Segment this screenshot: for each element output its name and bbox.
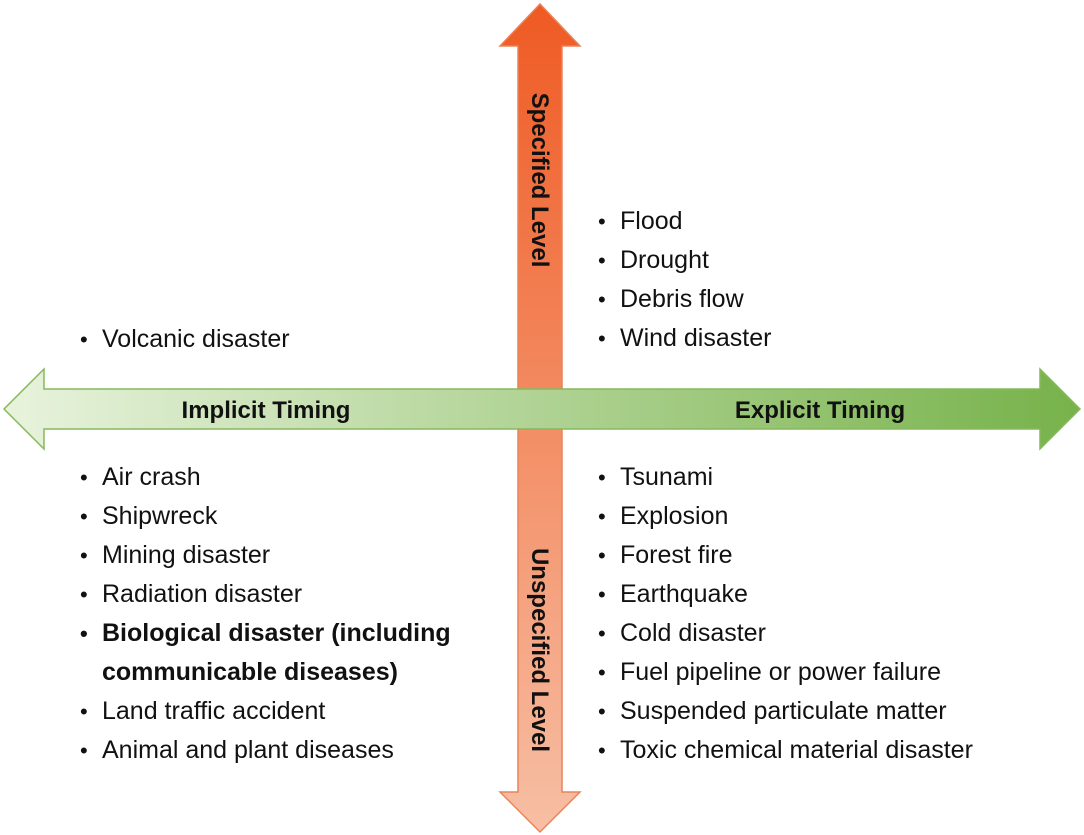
disaster-list-item: Earthquake bbox=[598, 575, 973, 614]
disaster-list-item: Explosion bbox=[598, 497, 973, 536]
disaster-list-item: Mining disaster bbox=[80, 536, 502, 575]
quadrant-bottom-left-list: Air crashShipwreckMining disasterRadiati… bbox=[80, 458, 502, 770]
horizontal-axis-arrow bbox=[2, 367, 1082, 451]
implicit-timing-label: Implicit Timing bbox=[182, 397, 351, 424]
unspecified-level-label: Unspecified Level bbox=[526, 548, 553, 752]
disaster-list-item: Tsunami bbox=[598, 458, 973, 497]
quadrant-top-right-list: FloodDroughtDebris flowWind disaster bbox=[598, 202, 771, 358]
quadrant-bottom-right-list: TsunamiExplosionForest fireEarthquakeCol… bbox=[598, 458, 973, 770]
disaster-list-item: Fuel pipeline or power failure bbox=[598, 653, 973, 692]
disaster-list-item: Radiation disaster bbox=[80, 575, 502, 614]
disaster-list-item: Flood bbox=[598, 202, 771, 241]
disaster-list-item: Toxic chemical material disaster bbox=[598, 731, 973, 770]
disaster-list-item: Land traffic accident bbox=[80, 692, 502, 731]
specified-level-label: Specified Level bbox=[526, 93, 553, 268]
disaster-list-item: Debris flow bbox=[598, 280, 771, 319]
disaster-list-item: Biological disaster (including communica… bbox=[80, 614, 502, 692]
disaster-list-item: Cold disaster bbox=[598, 614, 973, 653]
disaster-list-item: Wind disaster bbox=[598, 319, 771, 358]
disaster-list-item: Animal and plant diseases bbox=[80, 731, 502, 770]
quadrant-top-left-list: Volcanic disaster bbox=[80, 320, 290, 359]
disaster-list-item: Air crash bbox=[80, 458, 502, 497]
disaster-list-item: Forest fire bbox=[598, 536, 973, 575]
disaster-list-item: Suspended particulate matter bbox=[598, 692, 973, 731]
disaster-list-item: Shipwreck bbox=[80, 497, 502, 536]
explicit-timing-label: Explicit Timing bbox=[735, 397, 905, 424]
disaster-list-item: Drought bbox=[598, 241, 771, 280]
disaster-list-item: Volcanic disaster bbox=[80, 320, 290, 359]
